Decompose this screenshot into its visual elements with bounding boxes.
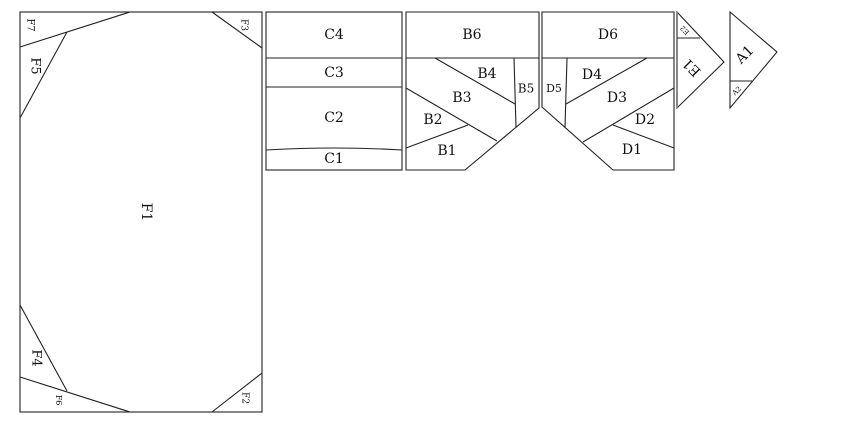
seam-f6 <box>19 376 131 413</box>
block-c: C4 C3 C2 C1 <box>265 11 403 171</box>
label-b5: B5 <box>518 82 534 96</box>
label-c2: C2 <box>324 110 344 126</box>
block-a-outline <box>729 10 778 110</box>
block-b-outline <box>405 11 540 171</box>
seam-f4 <box>19 304 68 392</box>
block-d: D6 D5 D4 D3 D2 D1 <box>541 11 675 171</box>
seam-f2 <box>211 372 263 413</box>
seam-b4 <box>434 57 516 105</box>
block-f: F1 F2 F3 F4 F5 F6 F7 <box>19 11 263 413</box>
label-b3: B3 <box>452 90 471 106</box>
label-f4: F4 <box>29 349 44 366</box>
label-d1: D1 <box>622 142 642 158</box>
seam-f5 <box>19 31 68 119</box>
seam-d5 <box>564 57 568 128</box>
label-f2: F2 <box>240 392 250 404</box>
label-d2: D2 <box>635 112 655 128</box>
label-f5: F5 <box>28 57 43 74</box>
label-d3: D3 <box>607 90 627 106</box>
seam-d4 <box>565 57 648 105</box>
seam-d3 <box>582 87 675 143</box>
label-f6: F6 <box>54 395 63 406</box>
label-a1: A1 <box>732 43 757 68</box>
block-c-outline <box>265 11 403 171</box>
label-d4: D4 <box>582 67 602 83</box>
seam-f3 <box>211 11 263 49</box>
label-a2: A2 <box>730 85 743 98</box>
block-e: E1 E2 <box>676 10 725 110</box>
seam-b3 <box>405 87 498 142</box>
label-c1: C1 <box>324 151 344 167</box>
seam-f7 <box>19 11 131 48</box>
label-d5: D5 <box>546 82 562 95</box>
block-d-outline <box>541 11 675 171</box>
label-b4: B4 <box>477 66 496 82</box>
label-d6: D6 <box>598 27 618 43</box>
label-f3: F3 <box>239 19 249 31</box>
label-f1: F1 <box>138 203 154 222</box>
label-f7: F7 <box>25 18 36 31</box>
label-e1: E1 <box>680 55 705 80</box>
block-f-outline <box>19 11 263 413</box>
label-b6: B6 <box>462 27 481 43</box>
label-b2: B2 <box>423 112 442 128</box>
seam-b5 <box>513 57 517 128</box>
seam-b2 <box>405 124 469 149</box>
block-b: B6 B4 B5 B3 B2 B1 <box>405 11 540 171</box>
seam-d2 <box>612 124 675 149</box>
block-a: A1 A2 <box>729 10 778 110</box>
label-b1: B1 <box>437 143 456 159</box>
label-c3: C3 <box>324 65 344 81</box>
seam-c2 <box>265 147 403 151</box>
label-c4: C4 <box>324 27 344 43</box>
